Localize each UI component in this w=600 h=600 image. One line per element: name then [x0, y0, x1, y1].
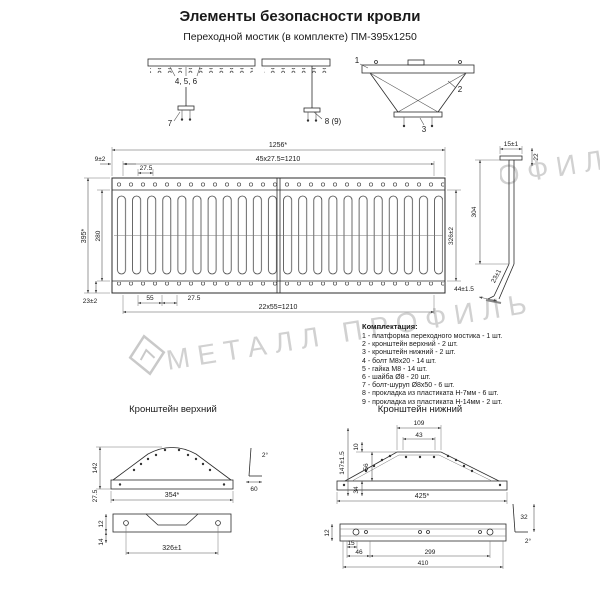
parts-item: 8 - прокладка из пластиката Н-7мм - 6 шт…: [362, 390, 498, 397]
callout-screw: 7: [168, 119, 173, 128]
page-subtitle: Переходной мостик (в комплекте) ПМ-395х1…: [183, 31, 417, 43]
dim-pitch-top: 45х27.5=1210: [256, 156, 301, 163]
dim-lb-side-height: 56: [363, 463, 370, 471]
platform-plan-view: [111, 177, 446, 294]
dim-lb-angle-height: 32: [520, 514, 528, 521]
lower-bracket-views: Кронштейн нижний 109 43 10 56 34 147±1.5…: [324, 404, 536, 569]
parts-item: 9 - прокладка из пластиката Н-14мм - 2 ш…: [362, 399, 502, 406]
plan-dimensions: 1256* 45х27.5=1210 9±2 27.5 395* 280 23±…: [81, 142, 461, 314]
dim-slot-len: 55: [146, 295, 154, 302]
dim-edge-offset: 9±2: [95, 156, 106, 163]
callout-gasket: 8 (9): [325, 117, 342, 126]
callout-bracket-lower: 3: [422, 125, 427, 134]
dim-flange: 15±1: [504, 141, 519, 148]
dim-bend: 23±1: [490, 268, 503, 284]
lower-bracket-title: Кронштейн нижний: [378, 404, 462, 415]
dim-lb-hole-inset: 46: [355, 549, 363, 556]
dim-slot-pitch-bottom: 27.5: [188, 295, 201, 302]
dim-lb-hole-offset: 15: [347, 540, 355, 547]
parts-item: 6 - шайба Ø8 - 20 шт.: [362, 373, 431, 381]
dim-lb-width: 425*: [415, 493, 430, 500]
dim-lb-height-total: 147±1.5: [339, 451, 346, 475]
dim-ub-angle: 2°: [262, 451, 269, 459]
dim-ub-lip2: 14: [98, 538, 105, 546]
rail-side-view: 4, 5, 6 7 8 (9): [147, 58, 342, 128]
upper-bracket-views: Кронштейн верхний 142 27.5 354* 2° 60 12…: [92, 404, 269, 555]
dim-top-offset: 22: [533, 153, 540, 161]
dim-slot-pitch-top: 27.5: [140, 165, 153, 172]
dim-pitch-bottom: 22х55=1210: [259, 304, 298, 311]
dim-lb-offset-top: 10: [353, 443, 360, 451]
parts-item: 7 - болт-шуруп Ø8х50 - 6 шт.: [362, 381, 454, 389]
dim-lb-hole-span: 299: [425, 549, 436, 556]
dim-lb-angle: 2°: [525, 537, 532, 545]
parts-item: 5 - гайка М8 - 14 шт.: [362, 365, 427, 373]
dim-height-inner: 280: [95, 230, 102, 241]
page-title: Элементы безопасности кровли: [180, 8, 421, 25]
callout-rail-fasteners: 4, 5, 6: [175, 77, 198, 86]
parts-item: 3 - кронштейн нижний - 2 шт.: [362, 348, 455, 356]
dim-side-height: 326±2: [448, 227, 455, 245]
bridge-front-view: 1 2 3: [355, 56, 475, 134]
dim-ub-width: 354*: [165, 492, 180, 499]
parts-item: 1 - платформа переходного мостика - 1 шт…: [362, 333, 502, 340]
watermark-text: МЕТАЛЛ ПРОФИЛЬ: [164, 287, 536, 376]
parts-list: Комплектация: 1 - платформа переходного …: [362, 322, 502, 406]
parts-item: 2 - кронштейн верхний - 2 шт.: [362, 340, 458, 348]
upper-bracket-title: Кронштейн верхний: [129, 404, 217, 415]
dim-foot: 44±1.5: [454, 286, 474, 293]
dim-ub-height: 142: [92, 462, 99, 473]
dim-height-total: 395*: [81, 229, 88, 244]
dim-ub-lip: 12: [98, 520, 105, 528]
parts-heading: Комплектация:: [362, 322, 418, 331]
dim-ub-foot: 60: [250, 486, 258, 493]
callout-platform: 1: [355, 56, 360, 65]
dim-lb-top-outer: 109: [414, 420, 425, 427]
dim-web-height: 304: [471, 206, 478, 217]
dim-lb-bar-span: 410: [418, 560, 429, 567]
dim-edge-bottom: 23±2: [83, 298, 98, 305]
dim-lb-bar-height: 12: [324, 529, 331, 537]
dim-lb-top-inner: 43: [415, 432, 423, 439]
parts-item: 4 - болт М8х20 - 14 шт.: [362, 357, 436, 365]
watermark-logo: [128, 334, 166, 376]
dim-width-total: 1256*: [269, 142, 288, 149]
dim-ub-hole-span: 326±1: [162, 545, 182, 552]
callout-bracket-upper: 2: [458, 85, 463, 94]
dim-lb-base-height: 34: [353, 486, 360, 494]
dim-ub-flange: 27.5: [92, 489, 99, 502]
